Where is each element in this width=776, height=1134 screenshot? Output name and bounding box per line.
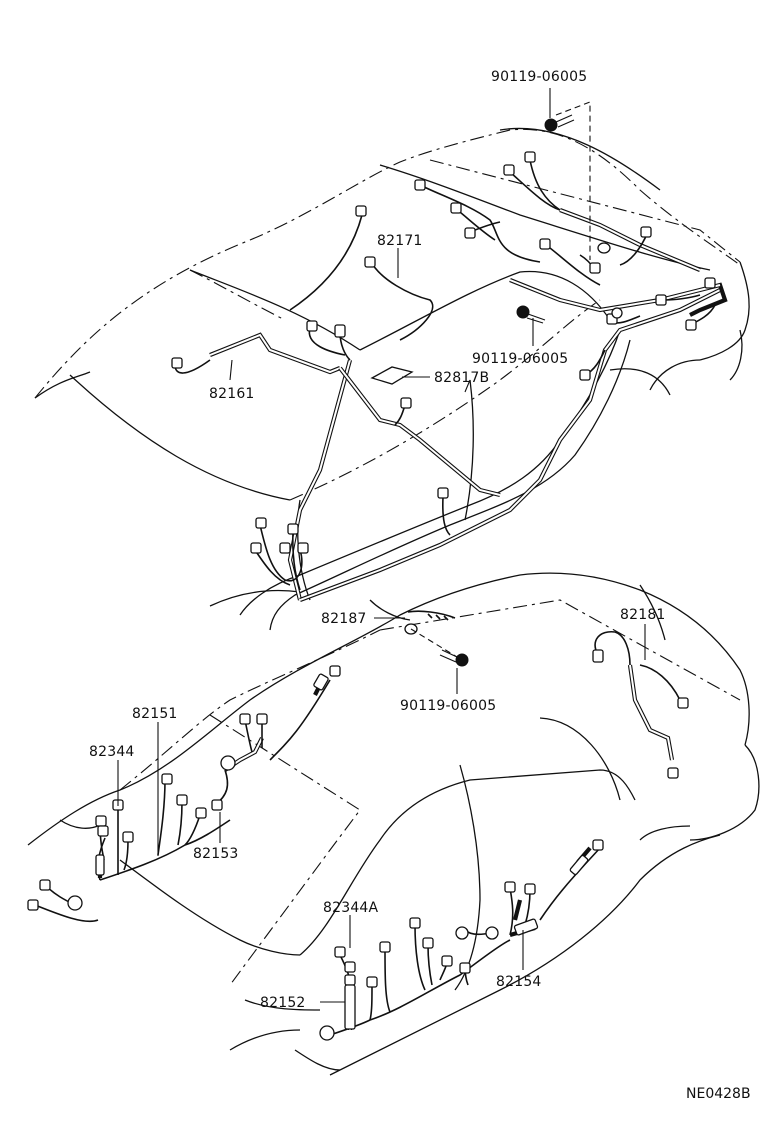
label-pad: 82817B bbox=[434, 370, 489, 386]
bolt-mid-icon bbox=[516, 305, 546, 324]
label-harness-cowl: 82153 bbox=[193, 846, 239, 862]
label-bolt-mid: 90119-06005 bbox=[472, 351, 568, 367]
lower-connectors bbox=[27, 649, 689, 1041]
label-wire-left: 82344 bbox=[89, 744, 135, 760]
clamp-82187-shape bbox=[404, 610, 456, 635]
label-clamp: 82187 bbox=[321, 611, 367, 627]
drawing-code: NE0428B bbox=[686, 1086, 751, 1102]
lower-car-body bbox=[27, 572, 760, 1076]
part-labels: 90119-06005 82171 90119-06005 82161 8281… bbox=[89, 69, 751, 1102]
upper-leaders bbox=[229, 88, 591, 393]
label-harness-floor: 82152 bbox=[260, 995, 306, 1011]
bolt-lower-icon bbox=[439, 649, 469, 667]
bolt-top-icon bbox=[544, 114, 575, 132]
label-bolt-top: 90119-06005 bbox=[491, 69, 587, 85]
label-harness-dash: 82151 bbox=[132, 706, 178, 722]
label-bolt-lower: 90119-06005 bbox=[400, 698, 496, 714]
label-harness-side: 82154 bbox=[496, 974, 542, 990]
label-wire-door: 82344A bbox=[323, 900, 379, 916]
upper-connectors bbox=[171, 151, 716, 554]
label-harness-rear: 82181 bbox=[620, 607, 666, 623]
label-harness-front: 82161 bbox=[209, 386, 255, 402]
lower-leaders bbox=[117, 617, 646, 1003]
roof-harness-82171 bbox=[174, 159, 728, 602]
label-harness-roof: 82171 bbox=[377, 233, 423, 249]
pad-82817b-shape bbox=[370, 366, 414, 385]
